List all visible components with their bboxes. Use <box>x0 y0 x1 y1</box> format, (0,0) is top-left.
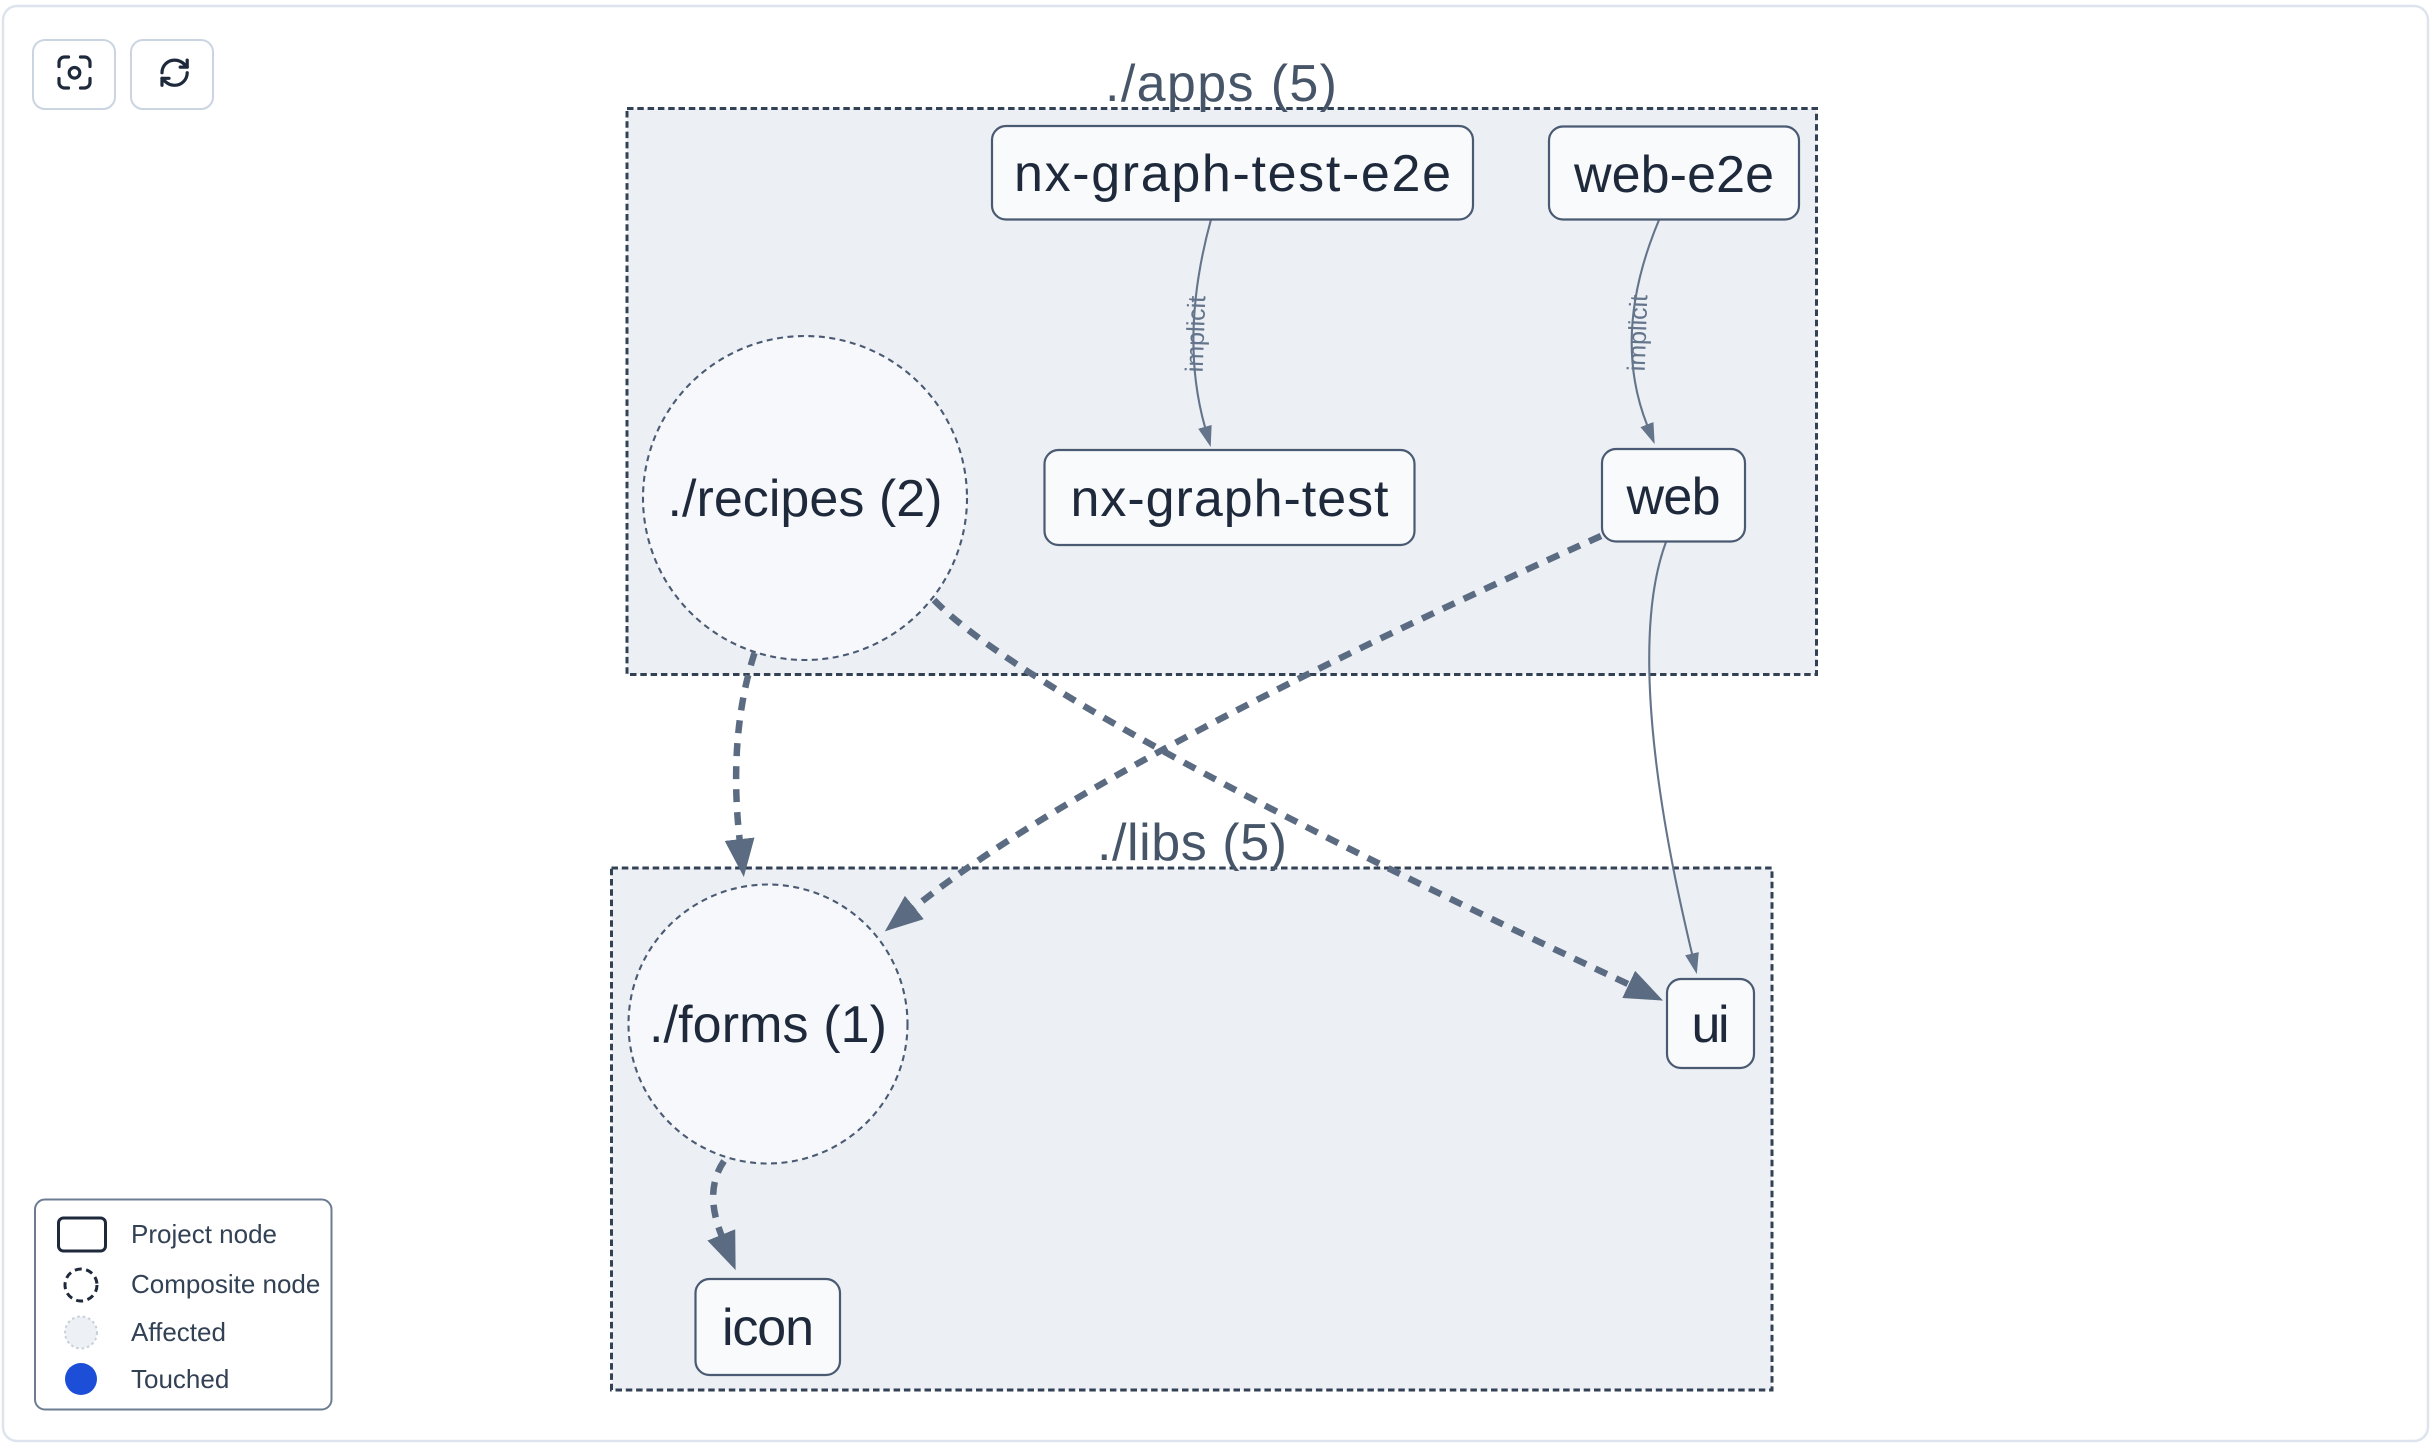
svg-text:implicit: implicit <box>1623 294 1654 371</box>
svg-text:./forms (1): ./forms (1) <box>649 996 887 1054</box>
svg-text:web: web <box>1626 468 1721 526</box>
svg-text:ui: ui <box>1692 996 1730 1054</box>
svg-text:Touched: Touched <box>131 1364 229 1394</box>
svg-text:icon: icon <box>722 1299 814 1357</box>
svg-text:./recipes (2): ./recipes (2) <box>668 470 943 528</box>
svg-text:nx-graph-test: nx-graph-test <box>1071 470 1390 528</box>
svg-text:Affected: Affected <box>131 1317 226 1347</box>
svg-text:Project node: Project node <box>131 1219 277 1249</box>
svg-text:nx-graph-test-e2e: nx-graph-test-e2e <box>1014 145 1451 203</box>
svg-text:implicit: implicit <box>1181 295 1212 372</box>
svg-text:Composite node: Composite node <box>131 1269 320 1299</box>
svg-text:./libs (5): ./libs (5) <box>1097 814 1287 872</box>
svg-text:web-e2e: web-e2e <box>1573 146 1774 204</box>
svg-text:./apps (5): ./apps (5) <box>1105 55 1337 113</box>
